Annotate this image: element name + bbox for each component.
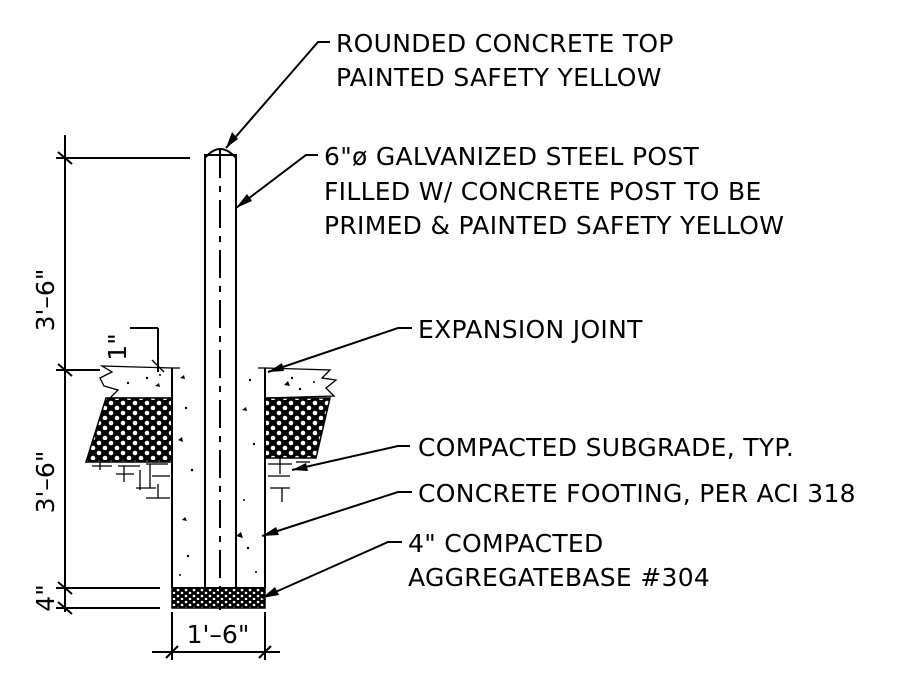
left-slab-speckle xyxy=(126,374,161,387)
dim-base: 4" xyxy=(31,584,60,611)
dim-above-grade: 3'–6" xyxy=(31,269,60,332)
joint-dimension xyxy=(130,327,165,373)
right-slab xyxy=(264,367,338,399)
label-compacted-subgrade: COMPACTED SUBGRADE, TYP. xyxy=(418,433,794,462)
left-slab xyxy=(99,365,173,399)
rounded-top xyxy=(204,148,237,159)
vertical-dimension xyxy=(56,135,190,615)
right-slab-speckle xyxy=(284,376,315,391)
dim-width: 1'–6" xyxy=(187,620,250,649)
label-aggregate-line2: AGGREGATEBASE #304 xyxy=(408,563,710,592)
leader-lines xyxy=(225,41,412,599)
label-rounded-top-line1: ROUNDED CONCRETE TOP xyxy=(336,29,674,58)
dim-joint: 1" xyxy=(103,333,132,360)
footing-speckle xyxy=(178,375,257,576)
width-dimension xyxy=(152,612,280,660)
label-aggregate-line1: 4" COMPACTED xyxy=(408,529,604,558)
left-subgrade-hatch xyxy=(92,462,170,499)
right-subgrade-hatch xyxy=(268,458,310,502)
aggregate-base xyxy=(171,587,266,609)
label-expansion-joint: EXPANSION JOINT xyxy=(418,315,643,344)
label-post-line3: PRIMED & PAINTED SAFETY YELLOW xyxy=(324,211,784,240)
label-post-line2: FILLED W/ CONCRETE POST TO BE xyxy=(324,177,762,206)
dim-below-grade: 3'–6" xyxy=(31,451,60,514)
right-gravel-layer xyxy=(264,397,331,459)
left-gravel-layer xyxy=(84,397,173,463)
label-post-line1: 6"ø GALVANIZED STEEL POST xyxy=(324,142,700,171)
steel-post xyxy=(204,148,237,610)
label-concrete-footing: CONCRETE FOOTING, PER ACI 318 xyxy=(418,479,856,508)
label-rounded-top-line2: PAINTED SAFETY YELLOW xyxy=(336,63,662,92)
